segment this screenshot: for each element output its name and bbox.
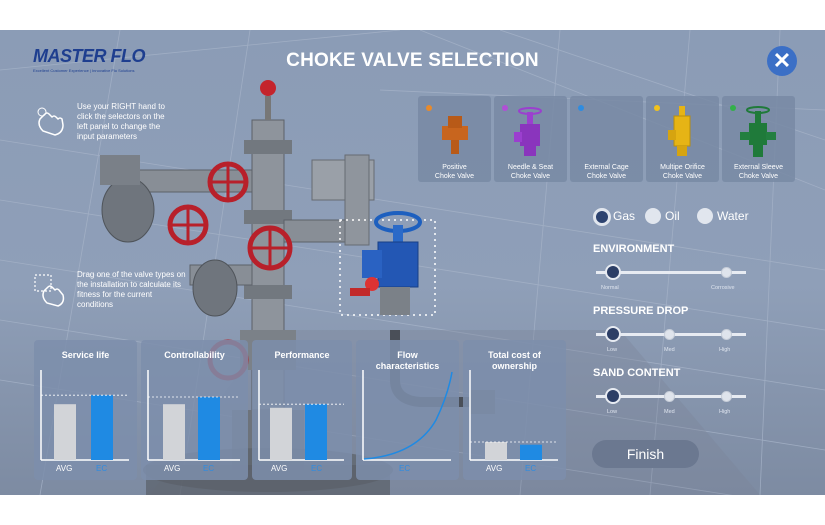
environment-option-corrosive[interactable] [721, 267, 732, 278]
valve-color-dot [578, 105, 584, 111]
pressure-tick-med: Med [664, 347, 675, 353]
page-title: CHOKE VALVE SELECTION [286, 50, 539, 71]
avg-label: AVG [56, 464, 73, 473]
ec-label: EC [203, 464, 215, 473]
pressure-option-med[interactable] [664, 329, 675, 340]
radio-icon [645, 208, 661, 224]
ec-bar [520, 444, 542, 460]
radio-icon [697, 208, 713, 224]
chart-title: Total cost of ownership [488, 350, 541, 371]
sand-tick-high: High [719, 409, 731, 415]
positive-valve-icon [442, 116, 468, 154]
chart-title: Service life [61, 350, 110, 360]
needle-seat-valve-icon [514, 107, 542, 156]
environment-slider[interactable] [596, 271, 746, 274]
fluid-label: Oil [665, 209, 680, 223]
chart-plot [147, 370, 240, 461]
valve-color-dot [730, 105, 736, 111]
chart-total-cost: Total cost of ownership AVG EC [463, 340, 566, 480]
environment-tick-corrosive: Corrosive [711, 285, 735, 291]
chart-controllability: Controllability AVG EC [141, 340, 248, 480]
chart-plot [40, 370, 129, 461]
logo-text: MASTER FLO [33, 46, 146, 66]
app-stage: MASTER FLO Excellent Customer Experience… [0, 30, 825, 495]
avg-bar [163, 404, 185, 460]
ec-bar [198, 397, 220, 460]
hand-instruction: Use your RIGHT hand to click the selecto… [77, 102, 165, 141]
company-logo: MASTER FLO Excellent Customer Experience… [33, 46, 146, 73]
radio-selected-icon [593, 208, 611, 226]
ec-bar [305, 404, 327, 460]
avg-label: AVG [164, 464, 181, 473]
drag-hand-icon [34, 274, 65, 307]
avg-label: AVG [486, 464, 503, 473]
avg-label: AVG [271, 464, 288, 473]
pressure-option-low[interactable] [605, 326, 621, 342]
sand-option-low[interactable] [605, 388, 621, 404]
chart-plot [362, 370, 453, 461]
fluid-label: Water [717, 209, 749, 223]
sand-tick-med: Med [664, 409, 675, 415]
avg-bar [485, 442, 507, 460]
chart-performance: Performance AVG EC [252, 340, 352, 480]
fluid-label: Gas [613, 209, 636, 223]
ec-label: EC [96, 464, 108, 473]
avg-bar [54, 404, 76, 460]
chart-title: Performance [274, 350, 330, 360]
pressure-tick-low: Low [607, 347, 618, 353]
multiple-orifice-valve-icon [668, 106, 691, 156]
ec-bar [91, 395, 113, 460]
close-icon: ✕ [772, 48, 792, 73]
chart-title: Controllability [164, 350, 225, 360]
pressure-option-high[interactable] [721, 329, 732, 340]
hand-pointer-icon [37, 107, 64, 136]
chart-title: Flow characteristics [375, 350, 440, 371]
finish-button[interactable]: Finish [592, 440, 699, 468]
chart-plot [258, 370, 344, 461]
close-button[interactable]: ✕ [767, 46, 797, 76]
drag-instruction: Drag one of the valve types on the insta… [77, 270, 186, 309]
valve-color-dot [502, 105, 508, 111]
chart-plot [469, 370, 558, 461]
environment-option-normal[interactable] [605, 264, 621, 280]
environment-tick-normal: Normal [601, 285, 619, 291]
valve-color-dot [654, 105, 660, 111]
chart-flow-characteristics: Flow characteristics EC [356, 340, 459, 480]
ec-label: EC [311, 464, 323, 473]
flow-curve [363, 371, 453, 460]
pressure-drop-title: PRESSURE DROP [593, 305, 689, 317]
avg-bar [270, 407, 292, 460]
ec-label: EC [399, 464, 411, 473]
environment-title: ENVIRONMENT [593, 243, 675, 255]
sand-content-title: SAND CONTENT [593, 367, 681, 379]
external-sleeve-valve-icon [740, 106, 776, 157]
pressure-tick-high: High [719, 347, 731, 353]
ec-label: EC [525, 464, 537, 473]
sand-option-med[interactable] [664, 391, 675, 402]
sand-option-high[interactable] [721, 391, 732, 402]
sand-tick-low: Low [607, 409, 618, 415]
chart-service-life: Service life AVG EC [34, 340, 137, 480]
logo-tagline: Excellent Customer Experience | Innovati… [33, 68, 135, 73]
valve-color-dot [426, 105, 432, 111]
